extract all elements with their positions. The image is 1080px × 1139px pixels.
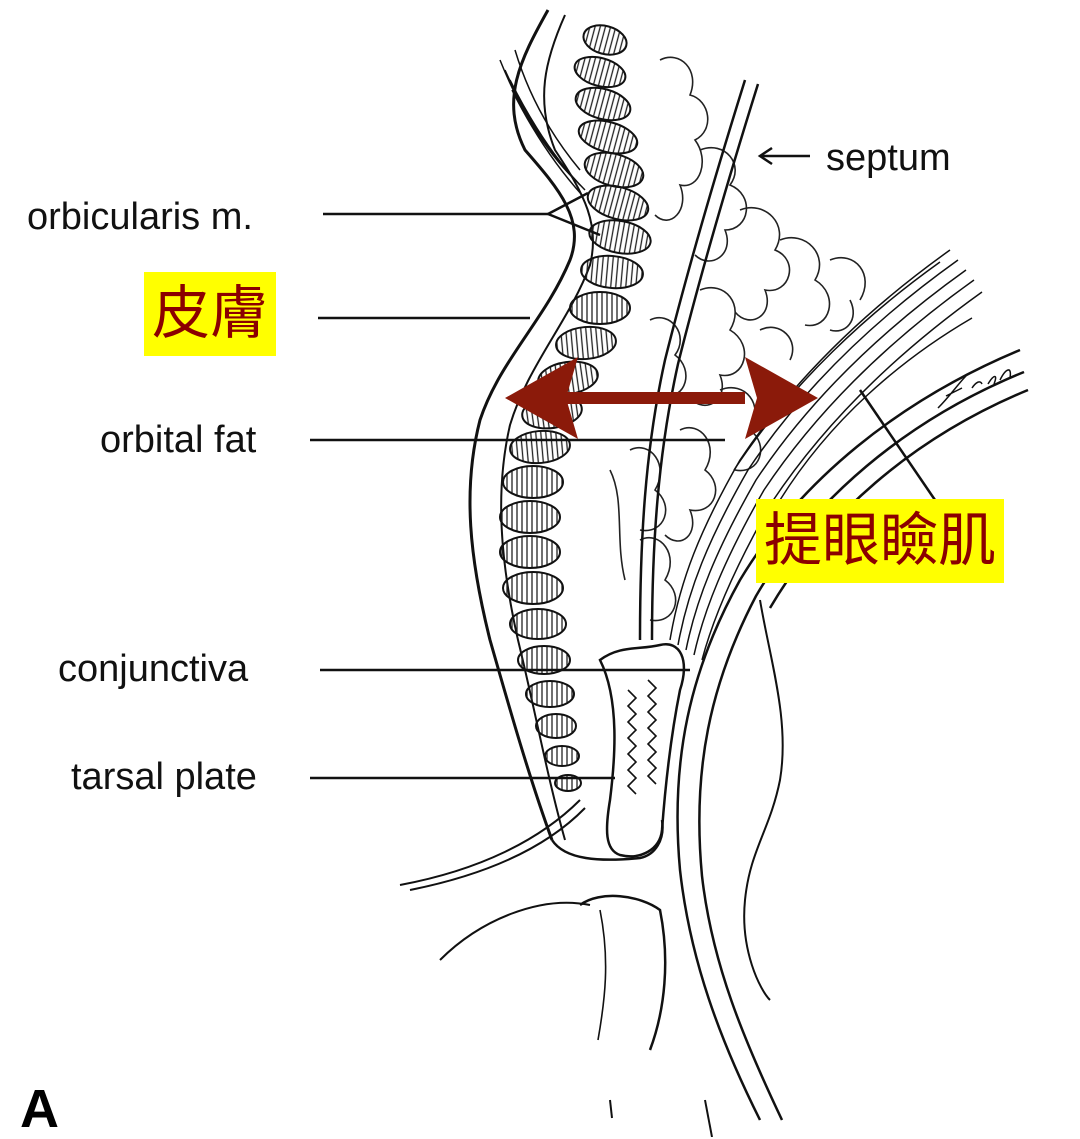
- label-tarsal-plate: tarsal plate: [71, 758, 257, 796]
- meibomian-glands: [628, 680, 656, 794]
- annotation-levator: 提眼瞼肌: [756, 499, 1004, 583]
- label-orbicularis: orbicularis m.: [27, 198, 253, 236]
- bottom-fragments: [610, 1100, 712, 1137]
- cornea: [744, 600, 783, 1000]
- label-conjunctiva: conjunctiva: [58, 650, 248, 688]
- label-septum: septum: [826, 139, 951, 177]
- septum-lines: [640, 80, 758, 640]
- globe-curves: [678, 350, 1029, 1120]
- panel-letter: A: [20, 1082, 59, 1136]
- lower-lashes: [440, 903, 590, 960]
- levator-muscle-fibers: [670, 250, 982, 660]
- tarsal-plate-shape: [600, 644, 684, 856]
- annotation-skin: 皮膚: [144, 272, 276, 356]
- lower-lid-inner: [598, 910, 606, 1040]
- lower-lid: [580, 896, 665, 1050]
- label-orbital-fat: orbital fat: [100, 421, 256, 459]
- eyebrow-hairs: [500, 50, 585, 195]
